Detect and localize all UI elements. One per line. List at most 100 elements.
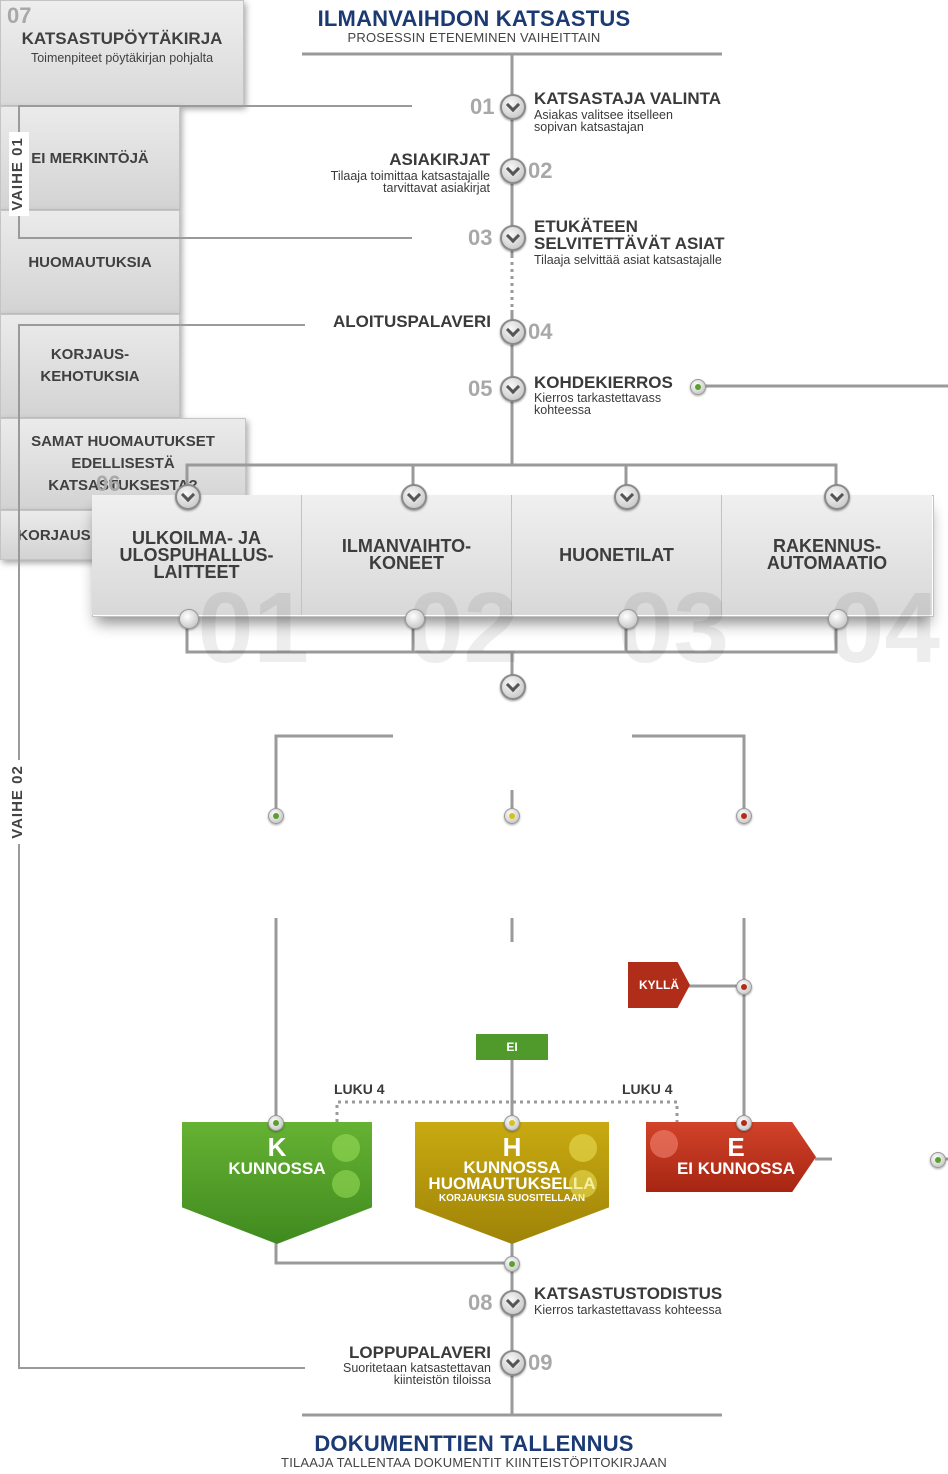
step-02-desc-2: tarvittavat asiakirjat [383,181,490,195]
collector-dot-icon [504,1256,520,1272]
category-4-connector-icon [828,609,848,629]
category-2-line-1: ILMANVAIHTO- [341,536,472,556]
question-box: SAMAT HUOMAUTUKSET EDELLISESTÄ KATSASTUK… [0,418,246,510]
category-1-connector-icon [179,609,199,629]
step-05-title: KOHDEKIERROS [534,373,673,392]
luku-right-label: LUKU 4 [622,1081,673,1097]
outcome-e-label: EI KUNNOSSA [676,1159,796,1178]
category-3-line-1: HUONETILAT [559,544,674,565]
step-07-number: 07 [7,3,32,28]
step-05-number: 05 [468,376,493,401]
category-4-line-2: AUTOMAATIO [766,553,888,573]
step-02-number: 02 [528,158,553,183]
outcome-ei-kunnossa: E EI KUNNOSSA [646,1122,816,1192]
kylla-red-dot-icon [736,979,752,995]
outcome-h-label-1: KUNNOSSA [463,1158,561,1177]
red-status-dot-icon [736,808,752,824]
footer-subtitle: TILAAJA TALLENTAA DOKUMENTIT KIINTEISTÖP… [281,1455,667,1470]
step-07-title: KATSASTUPÖYTÄKIRJA [21,29,223,48]
page-title: ILMANVAIHDON KATSASTUS [317,6,631,31]
step-03-desc: Tilaaja selvittää asiat katsastajalle [534,253,722,267]
step-04-title: ALOITUSPALAVERI [332,312,491,331]
step-01-chevron-icon [500,94,526,120]
step-09-desc-2: kiinteistön tiloissa [393,1373,491,1387]
step-07-desc: Toimenpiteet pöytäkirjan pohjalta [30,51,214,65]
step-03-number: 03 [468,225,493,250]
outcome-k-label: KUNNOSSA [228,1159,326,1178]
outcome-e-dot-icon [736,1115,752,1131]
outcome-k-light-2-icon [332,1170,360,1198]
yellow-status-dot-icon [504,808,520,824]
category-4-line-1: RAKENNUS- [772,536,881,556]
step-06-number: 06 [96,471,121,496]
category-2-connector-icon [405,609,425,629]
category-4-chevron-icon [824,484,850,510]
step-09-desc-1: Suoritetaan katsastettavan [342,1361,491,1375]
outcome-h-light-2-icon [569,1170,597,1198]
outcome-h-label-3: KORJAUKSIA SUOSITELLAAN [438,1193,586,1204]
category-1-line-1: ULKOILMA- JA [132,527,261,548]
category-2-watermark: 02 [407,572,519,684]
step-02-desc-1: Tilaaja toimittaa katsastajalle [330,169,490,183]
step-08-number: 08 [468,1290,493,1315]
outcome-k-letter: K [267,1132,287,1162]
step-01-number: 01 [470,94,495,119]
category-1-watermark: 01 [197,572,309,684]
question-line-2: EDELLISESTÄ [71,455,175,472]
category-2-line-2: KONEET [368,553,444,573]
category-huonetilat: 03 HUONETILAT [512,495,729,678]
step-08-title: KATSASTUSTODISTUS [534,1284,723,1303]
step-03-chevron-icon [500,225,526,251]
phase-1-label: VAIHE 01 [9,132,29,216]
category-1-chevron-icon [175,484,201,510]
result-3-line-2: KEHOTUKSIA [40,368,140,385]
outcome-h-letter: H [502,1132,522,1162]
step-09-title: LOPPUPALAVERI [349,1343,491,1362]
footer-title: DOKUMENTTIEN TALLENNUS [314,1431,634,1456]
category-ilmanvaihtokoneet: 02 ILMANVAIHTO-KONEET [302,495,519,678]
category-3-watermark: 03 [617,572,729,684]
outcome-h-dot-icon [504,1115,520,1131]
category-1-line-2: ULOSPUHALLUS- [119,544,274,565]
step-03-title-1: ETUKÄTEEN [534,217,638,236]
step-01-desc-1: Asiakas valitsee itselleen [534,108,673,122]
category-1-line-3: LAITTEET [153,561,240,582]
question-line-1: SAMAT HUOMAUTUKSET [31,433,215,450]
step-09-chevron-icon [500,1350,526,1376]
result-3-line-1: KORJAUS- [50,346,130,363]
result-ei-merkintoja: EI MERKINTÖJÄ [0,106,180,210]
step-02-title: ASIAKIRJAT [389,150,490,169]
result-korjauskehotuksia: KORJAUS- KEHOTUKSIA [0,314,180,418]
category-rakennusautomaatio: 04 RAKENNUS-AUTOMAATIO [722,495,940,678]
step-07-chevron-icon [500,674,526,700]
category-2-chevron-icon [401,484,427,510]
step-03-title-2: SELVITETTÄVÄT ASIAT [534,234,725,253]
step-04-number: 04 [528,319,553,344]
step-01-title: KATSASTAJA VALINTA [534,89,721,108]
step-08-desc: Kierros tarkastettavass kohteessa [534,1303,722,1317]
step-04-chevron-icon [500,319,526,345]
step-05-chevron-icon [500,376,526,402]
outcome-h-light-1-icon [569,1134,597,1162]
green-status-dot-icon [268,808,284,824]
step-08-chevron-icon [500,1290,526,1316]
question-line-3: KATSASTUKSESTA? [48,477,198,494]
luku-left-label: LUKU 4 [334,1081,385,1097]
phase-2-label: VAIHE 02 [9,760,29,844]
outcome-e-light-1-icon [650,1130,678,1158]
step-09-number: 09 [528,1350,553,1375]
no-tag: EI [476,1034,548,1060]
outcome-k-dot-icon [268,1115,284,1131]
category-4-watermark: 04 [828,572,940,684]
step-05-desc-1: Kierros tarkastettavass [534,391,662,405]
step-05-desc-2: kohteessa [534,403,591,417]
result-huomautuksia: HUOMAUTUKSIA [0,210,180,314]
yes-tag: KYLLÄ [628,962,690,1008]
outcome-e-letter: E [727,1132,745,1162]
category-3-connector-icon [618,609,638,629]
page-subtitle: PROSESSIN ETENEMINEN VAIHEITTAIN [347,30,601,45]
step-01-desc-2: sopivan katsastajan [534,120,644,134]
korjaus-green-dot-icon [930,1152,946,1168]
category-3-chevron-icon [614,484,640,510]
